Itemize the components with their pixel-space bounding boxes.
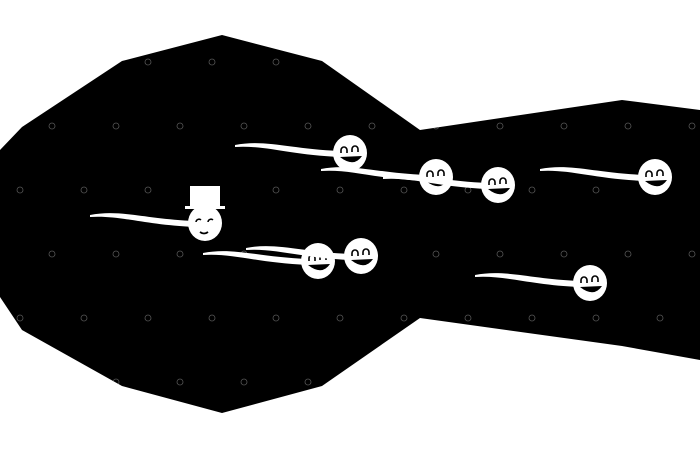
enemy-sperm — [383, 167, 515, 203]
head — [301, 243, 335, 279]
top-hat-icon — [190, 186, 220, 207]
tail — [90, 213, 195, 227]
enemy-sperm — [540, 159, 672, 195]
tail — [383, 175, 488, 189]
head — [333, 135, 367, 171]
head — [573, 265, 607, 301]
arena-shape — [0, 35, 700, 413]
head — [188, 205, 222, 241]
head — [419, 159, 453, 195]
head — [344, 238, 378, 274]
head — [481, 167, 515, 203]
enemy-sperm — [246, 238, 378, 274]
tail — [540, 167, 645, 181]
tail — [475, 273, 580, 287]
head — [638, 159, 672, 195]
enemy-sperm — [235, 135, 367, 171]
player-sperm — [90, 186, 225, 241]
hat-brim — [185, 206, 225, 209]
enemy-sperm — [475, 265, 607, 301]
tail — [203, 251, 308, 265]
tail — [246, 246, 351, 260]
tail — [235, 143, 340, 157]
